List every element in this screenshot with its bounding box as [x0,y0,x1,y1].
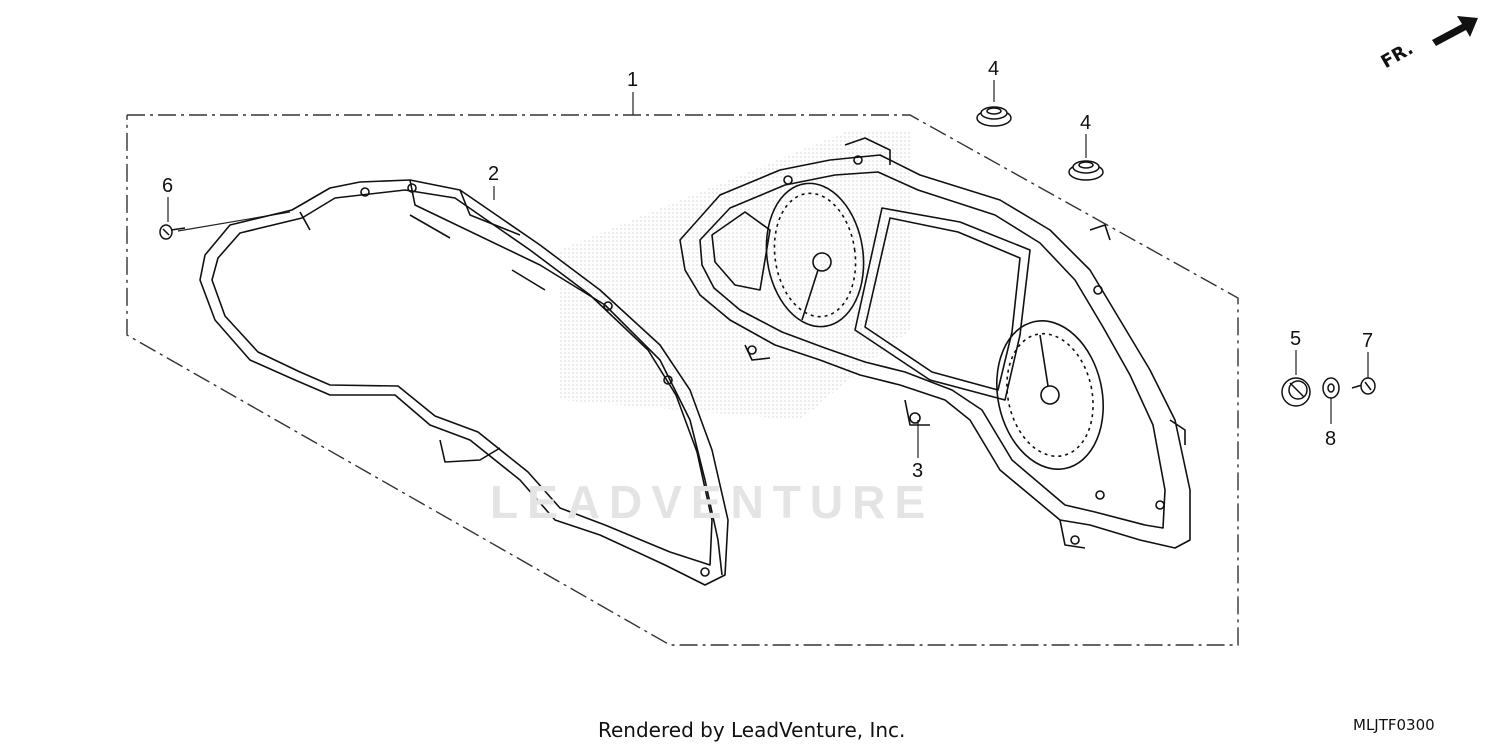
assembly-boundary [126,114,1239,646]
lcd-screen [854,207,1031,401]
speedometer-dial [765,182,865,328]
watermark-text: LEADVENTURE [490,476,935,528]
callout-3[interactable]: 3 [912,460,924,482]
diagram-code: MLJTF0300 [1353,716,1435,734]
callout-4b[interactable]: 4 [1080,112,1092,134]
callout-8[interactable]: 8 [1325,428,1337,450]
screw-part-7 [1351,377,1376,395]
footer-credit: Rendered by LeadVenture, Inc. [598,718,906,742]
callout-6[interactable]: 6 [162,175,174,197]
front-direction-arrow [1432,16,1478,46]
callout-7[interactable]: 7 [1362,330,1374,352]
washer-part [1322,377,1340,399]
grommet-a [976,106,1012,127]
callout-4a[interactable]: 4 [988,58,1000,80]
tachometer-dial [995,320,1105,470]
meter-cover [199,179,729,586]
screw-part-6 [159,224,186,240]
callout-1[interactable]: 1 [627,69,639,91]
nut-part [1281,377,1311,407]
callout-2[interactable]: 2 [488,163,500,185]
callout-5[interactable]: 5 [1290,328,1302,350]
meter-assembly [679,137,1191,549]
grommet-b [1068,160,1104,181]
